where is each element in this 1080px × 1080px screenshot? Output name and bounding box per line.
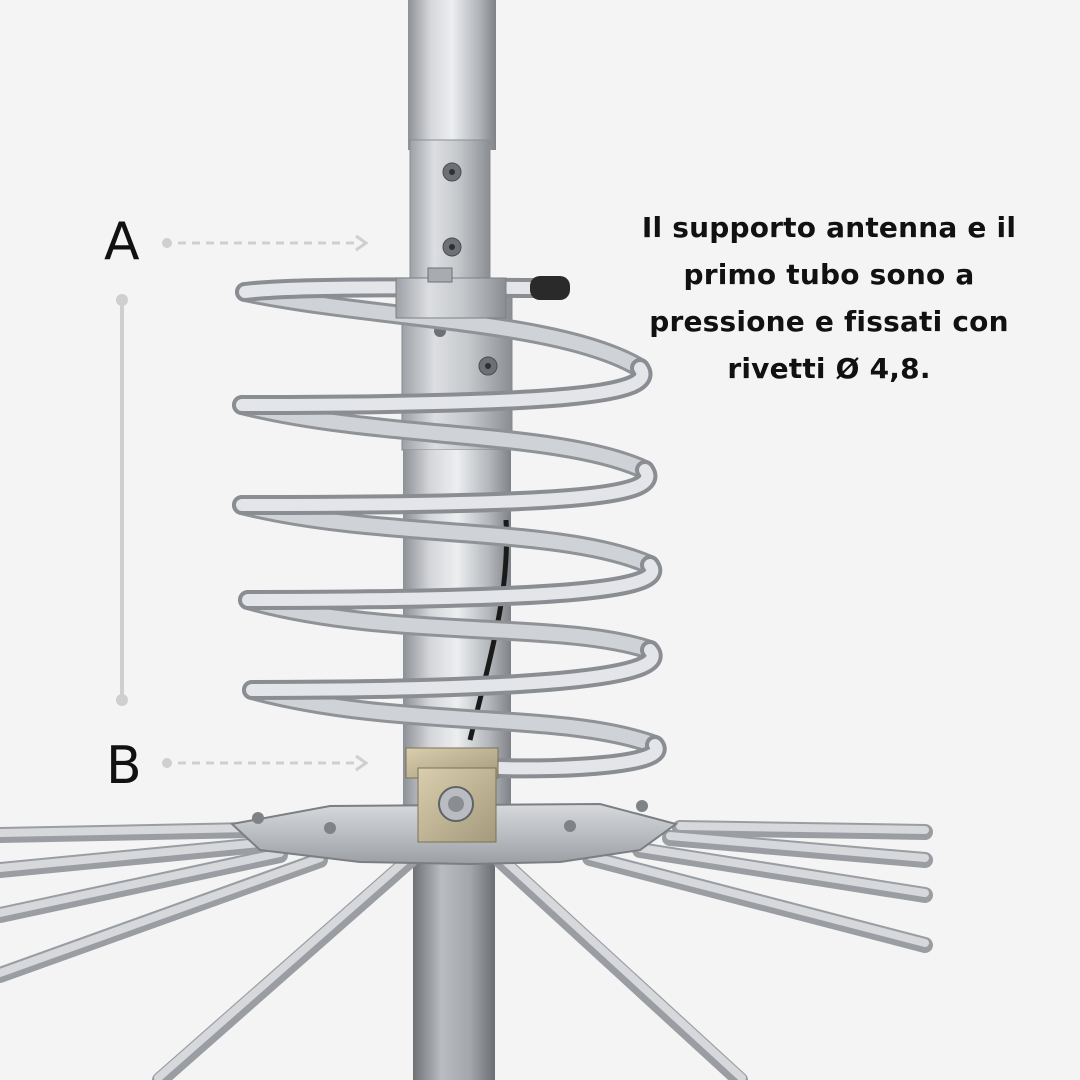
- label-a: A: [104, 212, 140, 272]
- top-clamp: [395, 267, 507, 319]
- rivets: [434, 162, 498, 376]
- caption-line: pressione e fissati con: [649, 305, 1009, 338]
- dimension-line: [116, 294, 128, 706]
- helical-coil: [232, 276, 667, 779]
- description-caption: Il supporto antenna e il primo tubo sono…: [610, 204, 1048, 392]
- marker-a-arrow: [162, 234, 369, 252]
- label-b: B: [106, 736, 142, 796]
- caption-line: Il supporto antenna e il: [641, 211, 1017, 244]
- caption-line: rivetti Ø 4,8.: [727, 352, 931, 385]
- marker-b-arrow: [162, 754, 369, 772]
- bottom-bracket: [405, 747, 499, 843]
- radial-rods: [0, 820, 933, 1080]
- caption-line: primo tubo sono a: [683, 258, 975, 291]
